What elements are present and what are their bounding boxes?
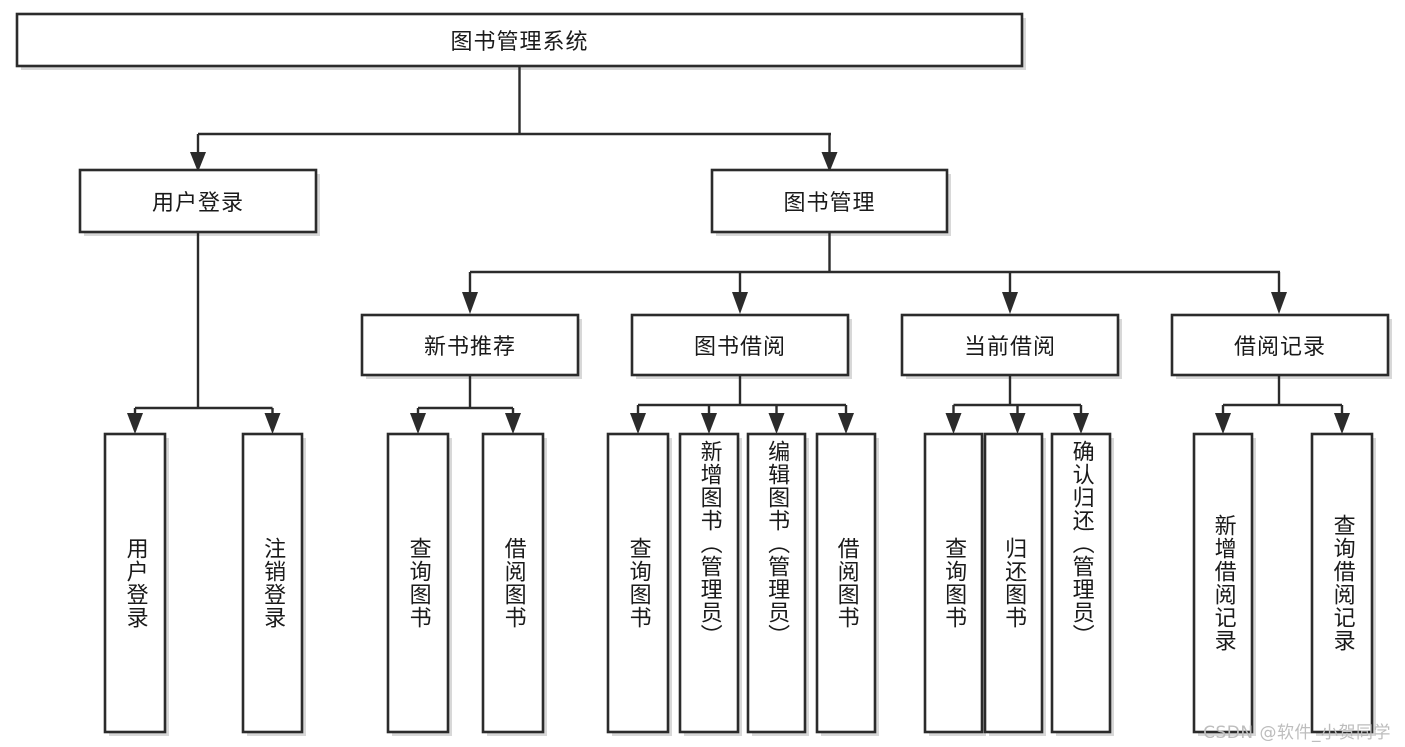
node-current-borrow[interactable]: [900, 313, 1120, 377]
leaf-box[interactable]: [1310, 432, 1374, 734]
leaf-box[interactable]: [1050, 432, 1112, 734]
leaf-box[interactable]: [678, 432, 740, 734]
node-borrow-record[interactable]: [1170, 313, 1390, 377]
leaf-box[interactable]: [481, 432, 545, 734]
node-new-book-recommend[interactable]: [360, 313, 580, 377]
leaf-box[interactable]: [103, 432, 167, 734]
leaf-box[interactable]: [746, 432, 807, 734]
csdn-watermark: CSDN @软件_小贺同学: [1203, 723, 1391, 743]
leaf-box[interactable]: [241, 432, 304, 734]
connector-lines: [133, 66, 1344, 413]
node-book-borrow[interactable]: [630, 313, 850, 377]
node-root[interactable]: [15, 12, 1024, 68]
leaf-box[interactable]: [983, 432, 1044, 734]
node-boxes: [15, 12, 1390, 734]
node-user-login[interactable]: [78, 168, 318, 234]
node-book-management[interactable]: [710, 168, 949, 234]
leaf-box[interactable]: [606, 432, 670, 734]
arrow-heads: [127, 152, 1350, 434]
leaf-box[interactable]: [1192, 432, 1254, 734]
leaf-box[interactable]: [923, 432, 984, 734]
leaf-box[interactable]: [386, 432, 450, 734]
leaf-box[interactable]: [815, 432, 877, 734]
